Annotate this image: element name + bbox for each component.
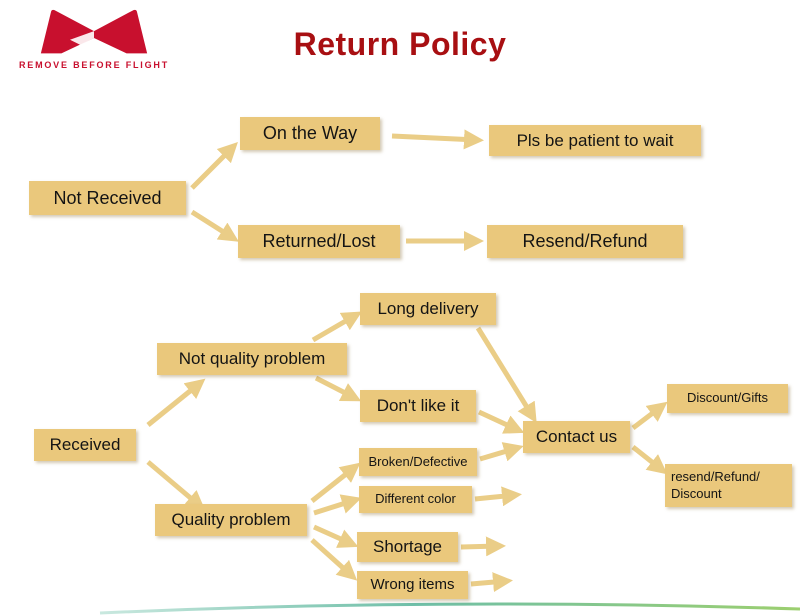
node-received: Received — [34, 429, 136, 461]
node-resend-refund: Resend/Refund — [487, 225, 683, 258]
arrow-not-received-to-on-the-way — [190, 142, 238, 190]
node-resend-refund-discount: resend/Refund/ Discount — [665, 464, 792, 507]
node-dont-like-it: Don't like it — [360, 390, 476, 422]
node-discount-gifts: Discount/Gifts — [667, 384, 788, 413]
arrow-quality-problem-to-wrong-items — [310, 538, 358, 581]
arrow-quality-problem-to-broken-defective — [310, 462, 361, 503]
arrow-quality-problem-to-shortage — [312, 524, 359, 548]
arrow-on-the-way-to-pls-be-patient — [391, 129, 484, 150]
node-shortage: Shortage — [357, 532, 458, 562]
arrow-broken-defective-to-contact-us — [479, 442, 524, 462]
arrow-received-to-quality-problem — [146, 460, 206, 511]
page-title: Return Policy — [293, 26, 507, 62]
node-not-quality-problem: Not quality problem — [157, 343, 347, 375]
arrow-contact-us-to-discount-gifts — [631, 401, 668, 430]
node-broken-defective: Broken/Defective — [359, 448, 477, 476]
node-contact-us: Contact us — [523, 421, 630, 453]
arrow-wrong-items-to-contact-us — [470, 572, 513, 593]
brand-logo-text: REMOVE BEFORE FLIGHT — [18, 60, 169, 70]
arrow-received-to-not-quality-problem — [146, 378, 206, 427]
node-different-color: Different color — [359, 486, 472, 513]
arrow-contact-us-to-resend-refund-discount — [631, 445, 668, 475]
brand-logo: REMOVE BEFORE FLIGHT — [16, 6, 172, 70]
node-pls-be-patient: Pls be patient to wait — [489, 125, 701, 156]
arrow-not-quality-problem-to-dont-like-it — [314, 375, 362, 402]
node-returned-lost: Returned/Lost — [238, 225, 400, 258]
node-not-received: Not Received — [29, 181, 186, 215]
bottom-decoration — [99, 602, 800, 615]
node-long-delivery: Long delivery — [360, 293, 496, 325]
node-wrong-items: Wrong items — [357, 571, 468, 599]
arrow-dont-like-it-to-contact-us — [477, 409, 525, 434]
node-on-the-way: On the Way — [240, 117, 380, 150]
arrow-long-delivery-to-contact-us — [475, 326, 537, 423]
arrow-not-received-to-returned-lost — [190, 209, 239, 242]
arrow-not-quality-problem-to-long-delivery — [311, 311, 363, 343]
arrow-different-color-to-contact-us — [474, 486, 522, 507]
arrow-shortage-to-contact-us — [460, 536, 506, 557]
brand-logo-icon — [40, 9, 148, 54]
node-quality-problem: Quality problem — [155, 504, 307, 536]
arrow-quality-problem-to-different-color — [313, 494, 362, 516]
